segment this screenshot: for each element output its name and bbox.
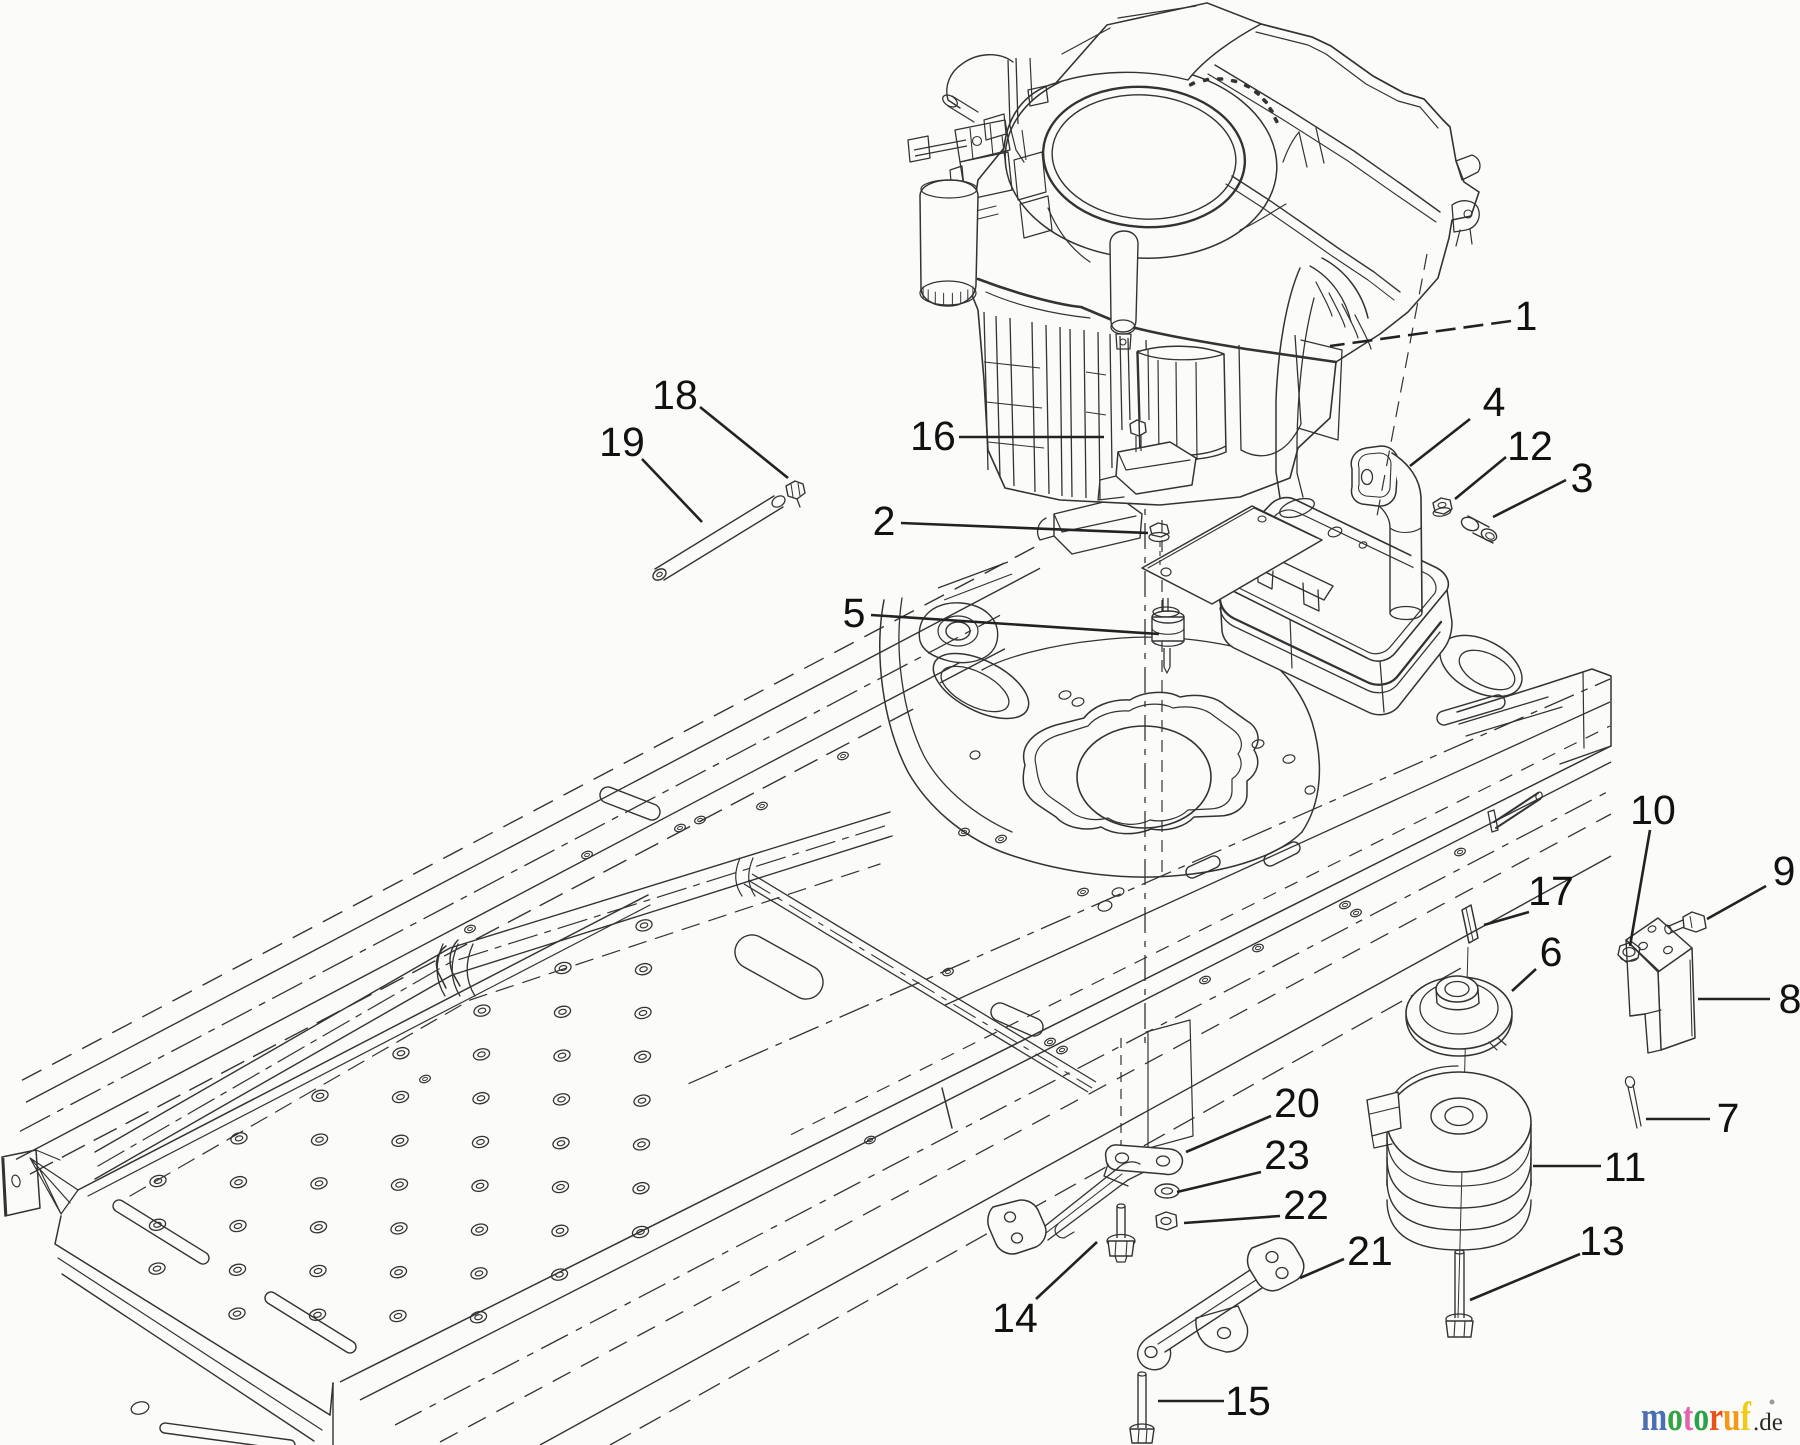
svg-text:10: 10 [1630,787,1676,833]
svg-text:20: 20 [1274,1080,1320,1126]
svg-text:3: 3 [1571,455,1594,501]
svg-text:9: 9 [1773,848,1796,894]
svg-text:22: 22 [1283,1182,1329,1228]
svg-text:5: 5 [843,590,866,636]
svg-text:1: 1 [1515,293,1538,339]
svg-text:14: 14 [992,1295,1038,1341]
svg-text:19: 19 [599,419,645,465]
svg-text:8: 8 [1779,976,1800,1022]
svg-text:15: 15 [1225,1378,1271,1424]
svg-text:4: 4 [1483,379,1506,425]
svg-text:13: 13 [1579,1218,1625,1264]
svg-text:6: 6 [1540,929,1563,975]
svg-text:motoruf: motoruf [1641,1393,1752,1439]
svg-text:17: 17 [1528,868,1574,914]
svg-text:11: 11 [1604,1144,1647,1190]
svg-text:2: 2 [873,498,896,544]
svg-text:23: 23 [1264,1132,1310,1178]
svg-text:7: 7 [1717,1095,1740,1141]
svg-text:21: 21 [1347,1228,1393,1274]
svg-text:12: 12 [1507,423,1553,469]
svg-text:18: 18 [652,372,698,418]
svg-text:.de: .de [1753,1409,1783,1436]
svg-text:16: 16 [910,413,956,459]
